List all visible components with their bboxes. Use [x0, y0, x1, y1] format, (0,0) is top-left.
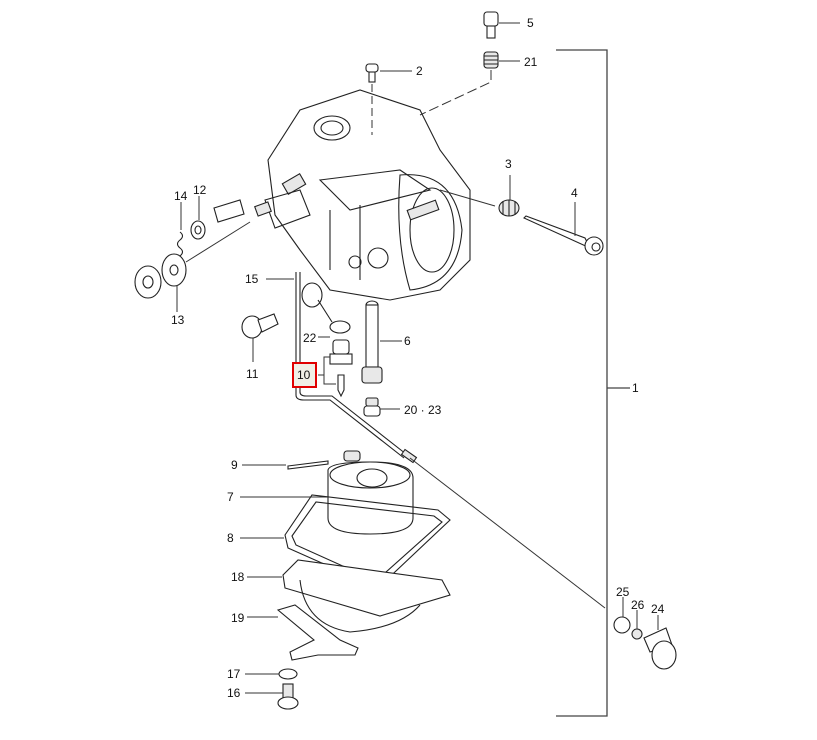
part-24-knob-icon [643, 627, 677, 670]
nut-icon [134, 265, 162, 299]
part-13-washer-icon [161, 253, 187, 287]
assembly-bracket [556, 49, 608, 717]
callout-12[interactable]: 12 [193, 183, 207, 197]
callout-24[interactable]: 24 [651, 602, 665, 616]
callout-19[interactable]: 19 [231, 611, 245, 625]
carburetor-body-icon [264, 89, 471, 301]
callout-20-23[interactable]: 20 · 23 [404, 403, 442, 417]
callout-11[interactable]: 11 [246, 367, 259, 381]
callout-21[interactable]: 21 [524, 55, 538, 69]
callout-17[interactable]: 17 [227, 667, 241, 681]
part-11-bolt-icon [241, 313, 279, 339]
part-6-tube-icon [361, 300, 383, 384]
callout-4[interactable]: 4 [571, 186, 578, 200]
float-pin-holder-icon [343, 450, 361, 462]
part-2-screw-icon [365, 63, 379, 83]
part-21-spring-icon [483, 51, 499, 69]
part-14-spring-clip-icon [176, 231, 184, 257]
part-26-collar-icon [631, 628, 643, 640]
part-22-link-icon [301, 282, 351, 334]
part-9-pin-icon [287, 460, 329, 470]
callout-25[interactable]: 25 [616, 585, 630, 599]
part-3-spring-icon [498, 199, 520, 217]
part-5-screw-icon [483, 11, 499, 39]
part-12-washer-icon [190, 220, 206, 240]
callout-18[interactable]: 18 [231, 570, 245, 584]
callout-6[interactable]: 6 [404, 334, 411, 348]
callout-22[interactable]: 22 [303, 331, 317, 345]
callout-1[interactable]: 1 [632, 381, 639, 395]
part-17-washer-icon [278, 668, 298, 680]
part-8-gasket-icon [284, 494, 451, 589]
part-16-screw-icon [277, 683, 299, 710]
callout-15[interactable]: 15 [245, 272, 259, 286]
part-15-rod-icon [295, 272, 405, 459]
callout-10-highlighted[interactable]: 10 [292, 362, 317, 388]
part-7-float-icon [327, 461, 414, 535]
callout-2[interactable]: 2 [416, 64, 423, 78]
callout-14[interactable]: 14 [174, 189, 188, 203]
part-25-collar-icon [613, 616, 631, 634]
callout-13[interactable]: 13 [171, 313, 185, 327]
part-10-valve-icon [329, 339, 353, 398]
callout-3[interactable]: 3 [505, 157, 512, 171]
callout-5[interactable]: 5 [527, 16, 534, 30]
part-18-float-bowl-icon [282, 559, 451, 633]
callout-9[interactable]: 9 [231, 458, 238, 472]
part-19-bracket-icon [276, 604, 359, 661]
callout-10: 10 [297, 368, 311, 382]
callout-7[interactable]: 7 [227, 490, 234, 504]
part-20-23-jet-icon [363, 397, 381, 417]
callout-16[interactable]: 16 [227, 686, 241, 700]
callout-26[interactable]: 26 [631, 598, 645, 612]
part-4-needle-icon [523, 215, 604, 256]
shaft-icon [213, 199, 272, 223]
callout-8[interactable]: 8 [227, 531, 234, 545]
